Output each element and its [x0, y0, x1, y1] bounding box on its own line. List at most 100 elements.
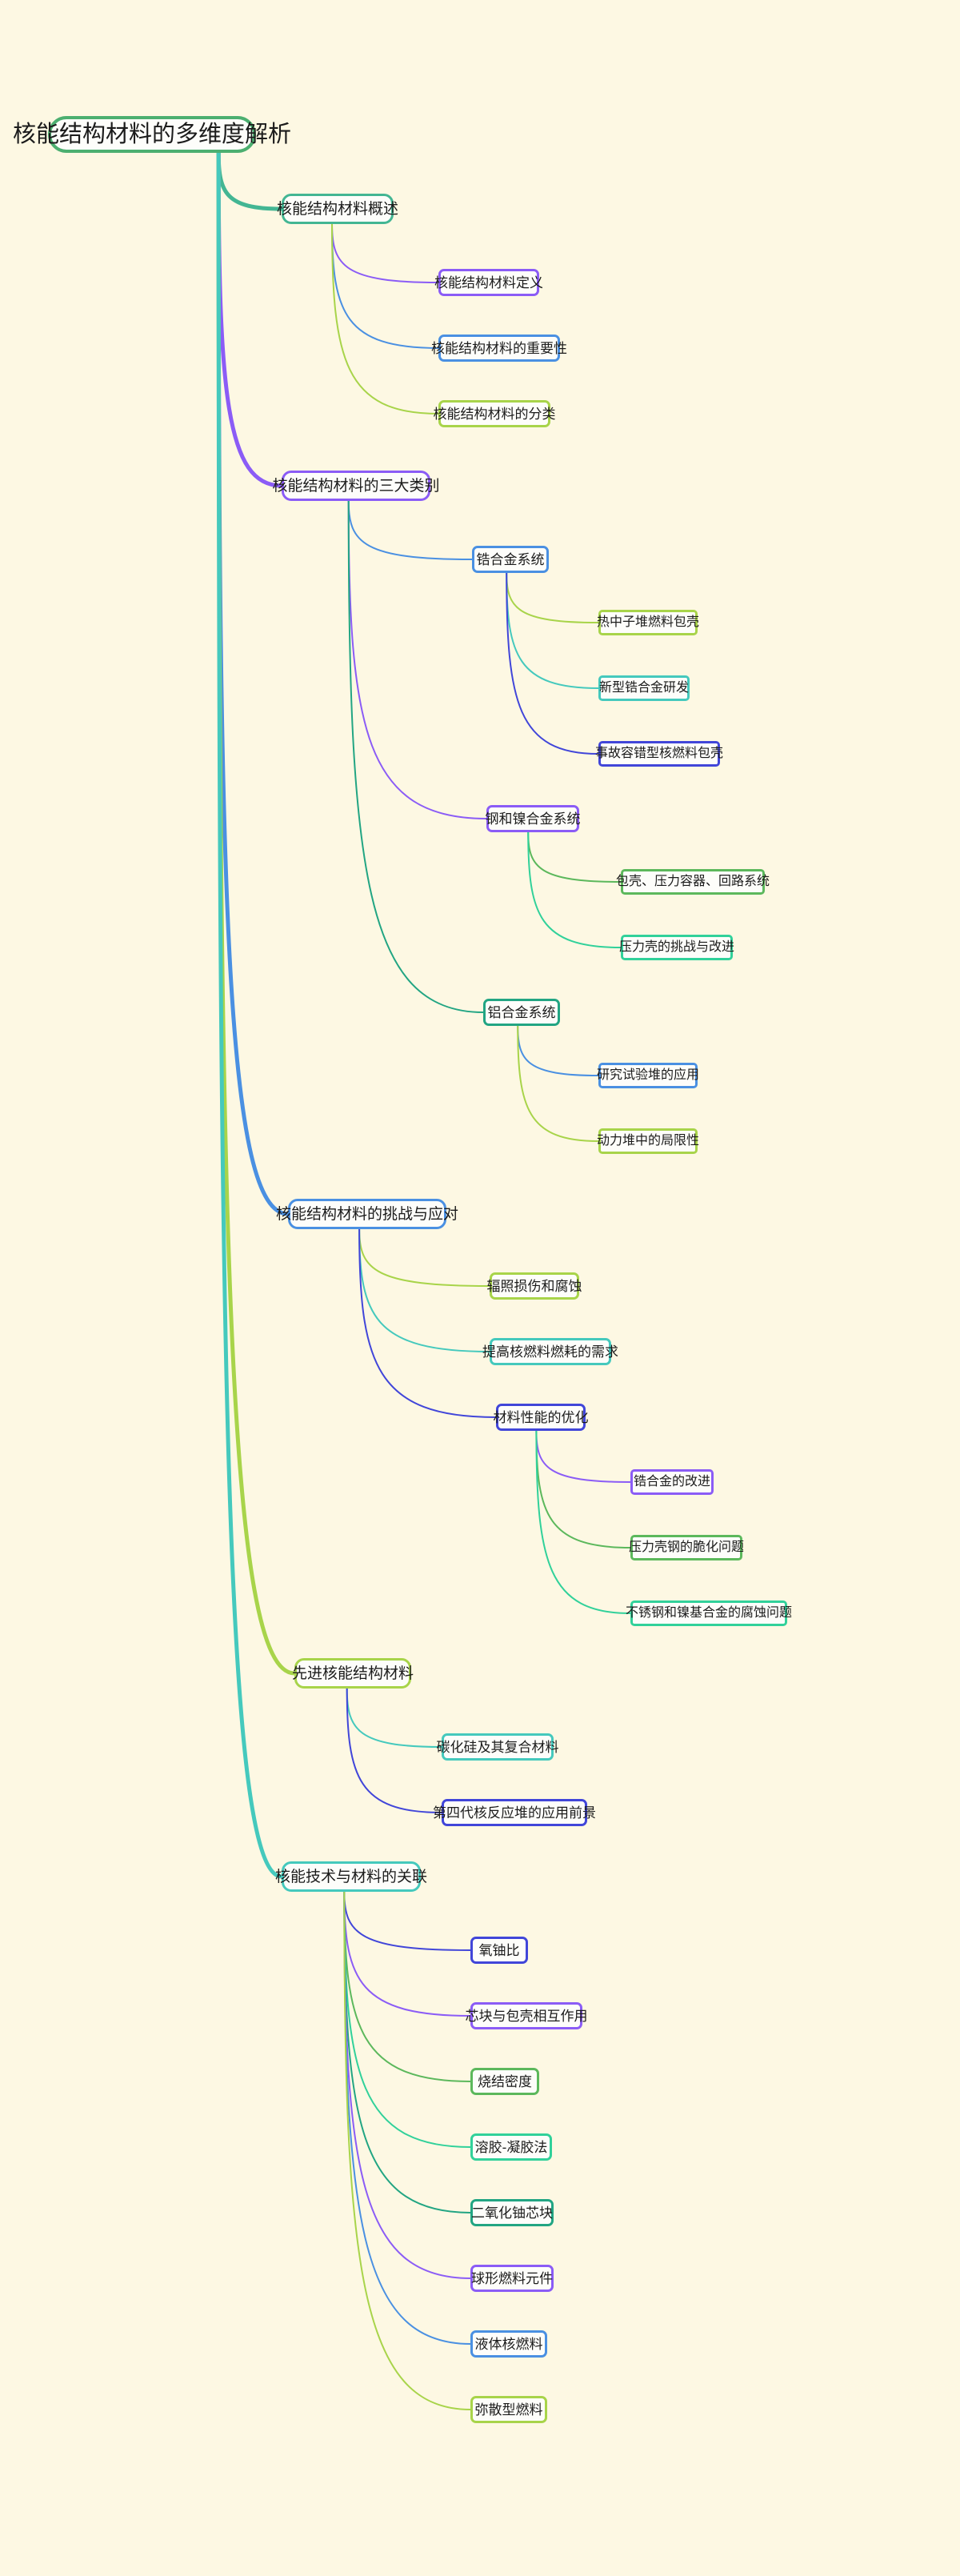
- mindmap-node-n5-3[interactable]: 烧结密度: [470, 2068, 539, 2095]
- node-label: 溶胶-凝胶法: [474, 2139, 548, 2155]
- node-label: 热中子堆燃料包壳: [597, 615, 700, 629]
- node-label: 烧结密度: [478, 2073, 532, 2089]
- node-label: 液体核燃料: [474, 2336, 543, 2352]
- mindmap-node-n2-1-3[interactable]: 事故容错型核燃料包壳: [595, 741, 724, 767]
- mindmap-edge-n5-to-n5-1: [343, 1891, 471, 1951]
- mindmap-edge-n5-to-n5-8: [343, 1891, 471, 2410]
- mindmap-edge-n1-to-n1-3: [331, 223, 439, 415]
- node-label: 事故容错型核燃料包壳: [595, 747, 724, 760]
- mindmap-edge-root-to-n5: [216, 150, 284, 1879]
- mindmap-edge-n2-3-to-n2-3-2: [517, 1025, 599, 1142]
- mindmap-edge-n2-3-to-n2-3-1: [517, 1025, 599, 1076]
- node-label: 芯块与包壳相互作用: [465, 2008, 588, 2024]
- mindmap-node-n3-3-2[interactable]: 压力壳钢的脆化问题: [629, 1535, 745, 1560]
- node-label: 核能结构材料的挑战与应对: [276, 1205, 459, 1223]
- node-label: 碳化硅及其复合材料: [436, 1739, 559, 1755]
- mindmap-edge-n1-to-n1-1: [331, 223, 439, 283]
- node-label: 球形燃料元件: [471, 2270, 553, 2286]
- node-label: 锆合金的改进: [634, 1475, 711, 1488]
- mindmap-edge-n2-1-to-n2-1-1: [506, 572, 599, 623]
- mindmap-node-n3-3-3[interactable]: 不锈钢和镍基合金的腐蚀问题: [626, 1600, 792, 1626]
- node-label: 研究试验堆的应用: [597, 1068, 700, 1082]
- node-label: 第四代核反应堆的应用前景: [433, 1805, 596, 1821]
- mindmap-node-n3-3-1[interactable]: 锆合金的改进: [630, 1469, 714, 1495]
- node-label: 包壳、压力容器、回路系统: [616, 875, 770, 888]
- mindmap-node-n5-8[interactable]: 弥散型燃料: [470, 2396, 547, 2423]
- mindmap-node-n5-5[interactable]: 二氧化铀芯块: [470, 2199, 554, 2226]
- node-label: 压力壳钢的脆化问题: [629, 1540, 745, 1554]
- mindmap-edge-root-to-n4: [216, 150, 297, 1676]
- mindmap-edge-n5-to-n5-3: [343, 1891, 471, 2082]
- node-label: 材料性能的优化: [493, 1409, 589, 1425]
- node-label: 动力堆中的局限性: [597, 1134, 700, 1148]
- mindmap-node-n2-2-1[interactable]: 包壳、压力容器、回路系统: [616, 869, 770, 895]
- mindmap-edge-n2-2-to-n2-2-1: [527, 831, 622, 883]
- mindmap-edge-n3-to-n3-3: [358, 1228, 497, 1418]
- mindmap-edge-n5-to-n5-6: [343, 1891, 471, 2279]
- mindmap-node-n5-1[interactable]: 氧铀比: [470, 1937, 528, 1964]
- mindmap-node-n1-1[interactable]: 核能结构材料定义: [434, 269, 543, 296]
- node-label: 核能结构材料的三大类别: [272, 477, 440, 495]
- mindmap-edge-root-to-n3: [216, 150, 290, 1216]
- mindmap-node-n5[interactable]: 核能技术与材料的关联: [275, 1861, 427, 1892]
- mindmap-node-n2-3-2[interactable]: 动力堆中的局限性: [597, 1128, 700, 1154]
- mindmap-node-n1-2[interactable]: 核能结构材料的重要性: [431, 335, 567, 362]
- mindmap-node-n2-3-1[interactable]: 研究试验堆的应用: [597, 1063, 700, 1088]
- mindmap-edge-root-to-n2: [216, 150, 284, 488]
- node-label: 核能结构材料的多维度解析: [13, 121, 292, 147]
- mindmap-root-node[interactable]: 核能结构材料的多维度解析: [13, 116, 291, 153]
- mindmap-node-n2-2[interactable]: 钢和镍合金系统: [486, 805, 581, 832]
- node-label: 核能结构材料定义: [434, 274, 543, 290]
- mindmap-edge-n4-to-n4-2: [346, 1688, 442, 1813]
- mindmap-node-n4-1[interactable]: 碳化硅及其复合材料: [437, 1733, 559, 1761]
- mindmap-node-n1[interactable]: 核能结构材料概述: [277, 194, 398, 224]
- node-label: 核能结构材料概述: [277, 200, 399, 218]
- mindmap-edge-n2-to-n2-3: [347, 500, 484, 1013]
- mindmap-node-n2-3[interactable]: 铝合金系统: [483, 999, 560, 1026]
- node-label: 压力壳的挑战与改进: [619, 940, 735, 954]
- node-label: 二氧化铀芯块: [471, 2205, 553, 2221]
- mindmap-node-n4[interactable]: 先进核能结构材料: [292, 1658, 414, 1689]
- node-label: 新型锆合金研发: [599, 681, 690, 695]
- mindmap-node-n2[interactable]: 核能结构材料的三大类别: [273, 471, 440, 501]
- mindmap-node-n3-1[interactable]: 辐照损伤和腐蚀: [486, 1272, 582, 1300]
- node-label: 辐照损伤和腐蚀: [486, 1278, 582, 1294]
- mindmap-node-n1-3[interactable]: 核能结构材料的分类: [434, 400, 556, 427]
- mindmap-node-n2-1-1[interactable]: 热中子堆燃料包壳: [597, 610, 700, 635]
- mindmap-edge-n3-3-to-n3-3-1: [535, 1430, 631, 1483]
- node-label: 不锈钢和镍基合金的腐蚀问题: [626, 1606, 793, 1620]
- mindmap-node-n2-2-2[interactable]: 压力壳的挑战与改进: [619, 935, 735, 960]
- node-label: 锆合金系统: [476, 551, 545, 567]
- mindmap-node-n2-1[interactable]: 锆合金系统: [472, 546, 549, 573]
- mindmap-node-n4-2[interactable]: 第四代核反应堆的应用前景: [433, 1799, 596, 1826]
- mindmap-edge-n2-to-n2-2: [347, 500, 487, 819]
- mindmap-edge-n2-1-to-n2-1-2: [506, 572, 599, 689]
- node-label: 核能技术与材料的关联: [275, 1868, 428, 1885]
- mindmap-edge-root-to-n1: [216, 150, 284, 211]
- mindmap-edge-n3-to-n3-1: [358, 1228, 490, 1287]
- mindmap-node-n3-3[interactable]: 材料性能的优化: [493, 1404, 589, 1431]
- mindmap-node-n5-7[interactable]: 液体核燃料: [470, 2330, 547, 2358]
- mindmap-node-n5-6[interactable]: 球形燃料元件: [470, 2265, 554, 2292]
- node-label: 氧铀比: [478, 1942, 520, 1958]
- mindmap-node-n3[interactable]: 核能结构材料的挑战与应对: [276, 1199, 458, 1229]
- node-label: 核能结构材料的分类: [433, 406, 556, 422]
- node-label: 弥散型燃料: [474, 2402, 543, 2418]
- mindmap-edge-n2-2-to-n2-2-2: [527, 831, 622, 948]
- node-label: 铝合金系统: [487, 1004, 556, 1020]
- mindmap-node-n5-4[interactable]: 溶胶-凝胶法: [470, 2133, 552, 2161]
- mindmap-node-n5-2[interactable]: 芯块与包壳相互作用: [466, 2002, 588, 2029]
- mindmap-edge-n4-to-n4-1: [346, 1688, 442, 1748]
- mindmap-node-n2-1-2[interactable]: 新型锆合金研发: [598, 675, 690, 701]
- mindmap-edge-n2-1-to-n2-1-3: [506, 572, 599, 755]
- mindmap-node-n3-2[interactable]: 提高核燃料燃耗的需求: [482, 1338, 618, 1365]
- node-label: 核能结构材料的重要性: [431, 340, 567, 356]
- mindmap-edge-n3-to-n3-2: [358, 1228, 490, 1352]
- mindmap-edge-n5-to-n5-4: [343, 1891, 471, 2148]
- mindmap-edge-n2-to-n2-1: [347, 500, 473, 560]
- mindmap-edge-n3-3-to-n3-3-2: [535, 1430, 631, 1548]
- mindmap-edge-n5-to-n5-5: [343, 1891, 471, 2213]
- mindmap-edge-n3-3-to-n3-3-3: [535, 1430, 631, 1614]
